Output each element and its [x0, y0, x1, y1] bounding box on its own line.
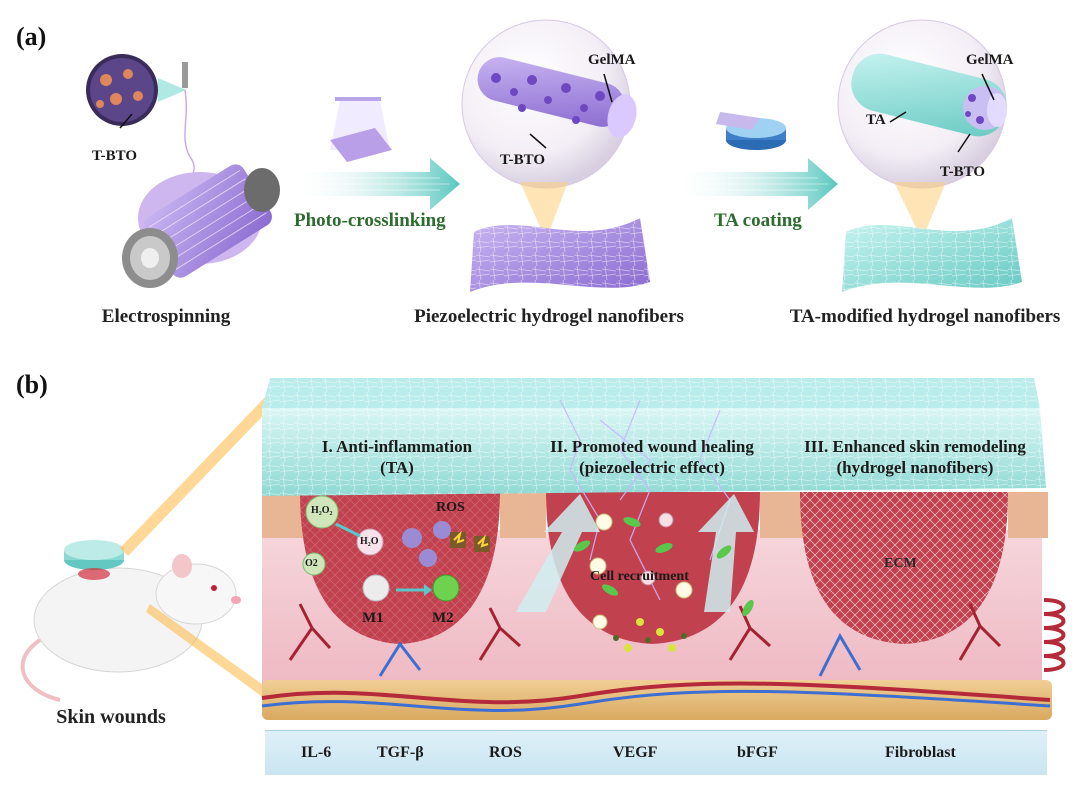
h2o2-label: H₂O₂ [311, 505, 333, 516]
ta-modified-caption: TA-modified hydrogel nanofibers [789, 306, 1061, 327]
gelma-callout-piezo: GelMA [588, 52, 636, 68]
h2o-label: H₂O [360, 536, 379, 547]
skin-wounds-caption: Skin wounds [56, 706, 166, 728]
electrospinning-illustration [86, 54, 280, 288]
zone2-items [516, 494, 754, 652]
legend-ros: ROS [489, 744, 522, 761]
m1-label: M1 [362, 610, 384, 626]
tbto-callout-electrospinning: T-BTO [92, 148, 138, 164]
ta-coating-label: TA coating [714, 210, 802, 231]
legend-vegf: VEGF [613, 744, 658, 761]
tbto-callout-ta: T-BTO [940, 164, 986, 180]
zone1-items [302, 495, 490, 602]
ecm-label: ECM [884, 556, 917, 571]
legend-il6: IL-6 [301, 744, 332, 761]
zone-1-title: I. Anti-inflammation(TA) [321, 437, 473, 477]
legend-bfgf: bFGF [737, 744, 778, 761]
o2-label: O2 [305, 558, 318, 569]
ta-callout: TA [866, 112, 886, 128]
tbto-callout-piezo: T-BTO [500, 152, 546, 168]
photo-crosslinking-arrow [292, 97, 460, 210]
legend-fibroblast: Fibroblast [885, 744, 956, 761]
panel-b-label: (b) [16, 370, 48, 399]
glow-ray-top [120, 392, 278, 556]
ros-label: ROS [436, 500, 465, 515]
zone-3-title: III. Enhanced skin remodeling(hydrogel n… [804, 437, 1026, 477]
glow-ray-bottom [146, 604, 270, 698]
m2-label: M2 [432, 610, 454, 626]
cell-recruitment-label: Cell recruitment [590, 569, 689, 584]
photo-crosslinking-label: Photo-crosslinking [294, 210, 446, 231]
legend-tgfb: TGF-β [377, 744, 424, 761]
piezo-caption: Piezoelectric hydrogel nanofibers [414, 306, 684, 327]
gelma-callout-ta: GelMA [966, 52, 1014, 68]
ta-coating-arrow [672, 112, 838, 210]
ta-modified-nanofiber-illustration [837, 19, 1022, 292]
rat-illustration [20, 540, 241, 702]
zone-2-title: II. Promoted wound healing(piezoelectric… [550, 437, 754, 477]
legend-bar: IL-6 TGF-β ROS VEGF bFGF Fibroblast [265, 730, 1047, 775]
electrospinning-caption: Electrospinning [101, 306, 231, 327]
panel-a-label: (a) [16, 22, 47, 51]
piezoelectric-nanofiber-illustration [461, 19, 650, 292]
